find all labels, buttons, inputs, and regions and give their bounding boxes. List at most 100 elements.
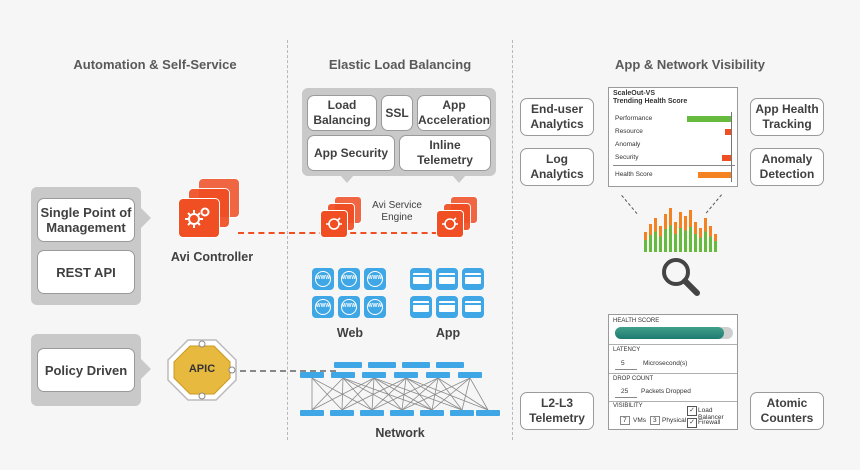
column-title-elastic: Elastic Load Balancing bbox=[328, 57, 472, 72]
activity-bar bbox=[704, 218, 707, 252]
avi-controller-label: Avi Controller bbox=[170, 250, 254, 264]
end-user-analytics-label: End-user Analytics bbox=[530, 102, 584, 131]
service-engine-icon-left bbox=[320, 196, 362, 240]
web-server-icon: WWW bbox=[364, 268, 386, 290]
policy-panel-arrow bbox=[141, 359, 151, 379]
scaleout-row-label: Performance bbox=[615, 115, 653, 122]
divider-right bbox=[512, 40, 513, 440]
leaf-switch bbox=[390, 410, 414, 416]
activity-bar bbox=[694, 222, 697, 252]
mid-switch bbox=[300, 372, 324, 378]
spine-switch bbox=[368, 362, 396, 368]
www-text: WWW bbox=[367, 303, 383, 309]
physical-count: 3 bbox=[650, 416, 660, 425]
end-user-analytics-box: End-user Analytics bbox=[520, 98, 594, 136]
scaleout-row-label: Resource bbox=[615, 128, 643, 135]
health-score-track bbox=[615, 327, 733, 339]
web-server-icon: WWW bbox=[338, 296, 360, 318]
mid-switch bbox=[331, 372, 355, 378]
firewall-label: Firewall bbox=[698, 419, 721, 426]
app-window-icon bbox=[462, 296, 484, 318]
drop-count-value: 25 bbox=[621, 388, 629, 395]
app-window-icon bbox=[410, 268, 432, 290]
www-text: WWW bbox=[315, 275, 331, 281]
l2l3-telemetry-label: L2-L3 Telemetry bbox=[529, 396, 585, 425]
l2l3-telemetry-box: L2-L3 Telemetry bbox=[520, 392, 594, 430]
firewall-checkbox[interactable]: ✓ bbox=[687, 418, 697, 428]
scaleout-divider bbox=[613, 165, 735, 166]
app-health-box: App Health Tracking bbox=[750, 98, 824, 136]
log-analytics-box: Log Analytics bbox=[520, 148, 594, 186]
scaleout-axis bbox=[731, 112, 732, 182]
www-text: WWW bbox=[367, 275, 383, 281]
latency-tag: LATENCY bbox=[613, 347, 641, 353]
network-fabric bbox=[311, 377, 489, 411]
magnifier-icon bbox=[656, 254, 706, 300]
apic-label: APIC bbox=[188, 363, 216, 375]
scaleout-row-label: Anomaly bbox=[615, 141, 641, 148]
www-text: WWW bbox=[341, 303, 357, 309]
activity-bar bbox=[669, 208, 672, 252]
activity-bar bbox=[714, 234, 717, 252]
web-server-icon: WWW bbox=[338, 268, 360, 290]
scaleout-subtitle: Trending Health Score bbox=[613, 98, 688, 105]
scaleout-row-bar bbox=[687, 116, 731, 122]
app-window-icon bbox=[462, 268, 484, 290]
activity-bar bbox=[649, 224, 652, 252]
scaleout-row-label: Health Score bbox=[615, 171, 653, 178]
app-label: App bbox=[435, 326, 461, 340]
atomic-counters-box: Atomic Counters bbox=[750, 392, 824, 430]
spine-switch bbox=[402, 362, 430, 368]
web-server-icon: WWW bbox=[364, 296, 386, 318]
leaf-switch bbox=[450, 410, 474, 416]
scaleout-health-card: ScaleOut-VS Trending Health Score Perfor… bbox=[608, 87, 738, 187]
www-text: WWW bbox=[341, 275, 357, 281]
load-balancing-box: Load Balancing bbox=[307, 95, 377, 131]
features-arrow-left bbox=[340, 175, 354, 183]
app-window-icon bbox=[436, 268, 458, 290]
policy-driven-label: Policy Driven bbox=[44, 362, 128, 378]
column-title-visibility: App & Network Visibility bbox=[614, 57, 765, 72]
apic-icon: APIC bbox=[166, 338, 238, 402]
divider-left bbox=[287, 40, 288, 440]
scaleout-row-bar bbox=[725, 129, 731, 135]
web-server-icon: WWW bbox=[312, 296, 334, 318]
app-window-icon bbox=[410, 296, 432, 318]
policy-driven-box: Policy Driven bbox=[37, 348, 135, 392]
load-balancer-checkbox[interactable]: ✓ bbox=[687, 406, 697, 416]
mid-switch bbox=[362, 372, 386, 378]
column-title-automation: Automation & Self-Service bbox=[73, 57, 237, 72]
app-security-box: App Security bbox=[307, 135, 395, 171]
ssl-box: SSL bbox=[381, 95, 413, 131]
vms-label: VMs bbox=[633, 417, 646, 424]
leaf-switch bbox=[360, 410, 384, 416]
atomic-counters-label: Atomic Counters bbox=[760, 396, 814, 425]
counters-card: HEALTH SCORE LATENCY 5 Microsecond(s) DR… bbox=[608, 314, 738, 430]
rest-api-label: REST API bbox=[56, 264, 116, 280]
inline-telemetry-box: Inline Telemetry bbox=[399, 135, 491, 171]
service-engine-label: Avi Service Engine bbox=[372, 200, 422, 223]
activity-bar bbox=[644, 232, 647, 252]
anomaly-detection-box: Anomaly Detection bbox=[750, 148, 824, 186]
app-acceleration-label: App Acceleration bbox=[417, 98, 491, 127]
visibility-tag: VISIBILITY bbox=[613, 403, 643, 409]
drop-count-tag: DROP COUNT bbox=[613, 376, 654, 382]
activity-bar bbox=[684, 216, 687, 252]
app-security-label: App Security bbox=[313, 145, 388, 160]
activity-bar bbox=[679, 212, 682, 252]
spine-switch bbox=[436, 362, 464, 368]
latency-unit: Microsecond(s) bbox=[643, 360, 688, 367]
web-label: Web bbox=[336, 326, 364, 340]
load-balancing-label: Load Balancing bbox=[313, 98, 371, 127]
activity-bar bbox=[659, 226, 662, 252]
activity-bar bbox=[709, 226, 712, 252]
scaleout-title: ScaleOut-VS bbox=[613, 90, 656, 97]
activity-bar bbox=[699, 228, 702, 252]
scaleout-row-label: Security bbox=[615, 154, 639, 161]
anomaly-detection-label: Anomaly Detection bbox=[759, 152, 815, 181]
app-acceleration-box: App Acceleration bbox=[417, 95, 491, 131]
apic-to-network-line bbox=[240, 370, 336, 372]
leaf-switch bbox=[330, 410, 354, 416]
app-window-icon bbox=[436, 296, 458, 318]
